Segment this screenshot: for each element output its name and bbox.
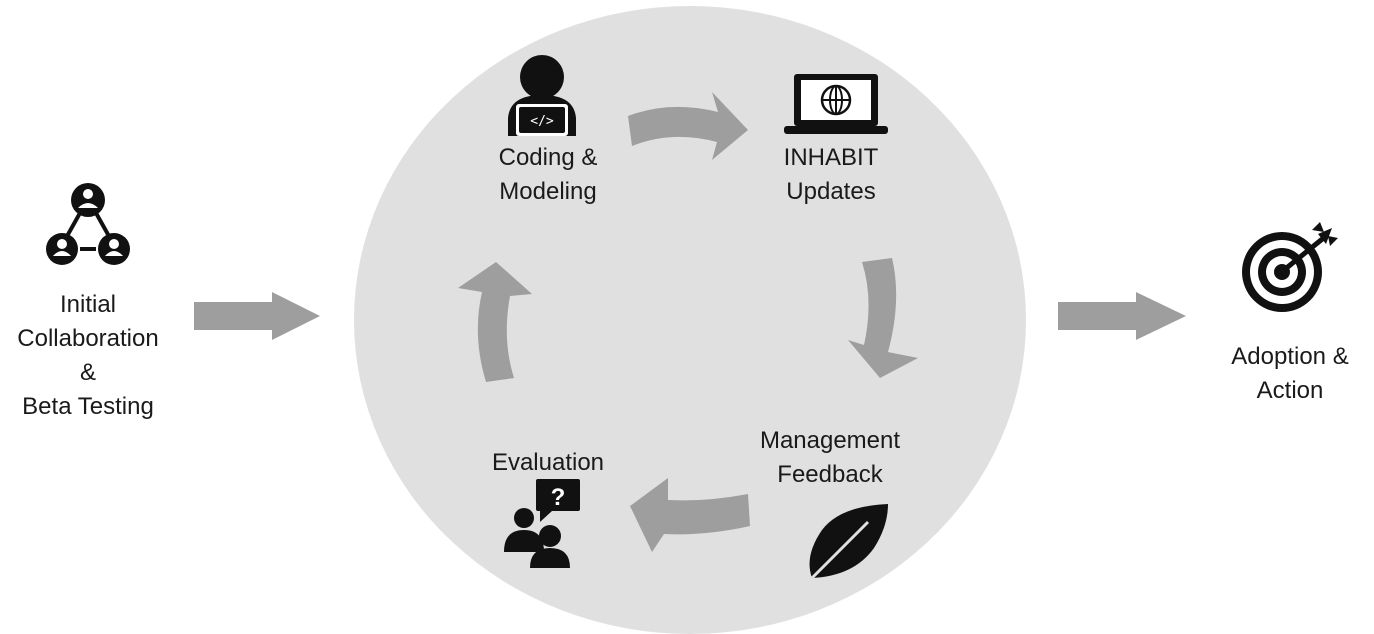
initial-label-line: Initial bbox=[59, 291, 117, 318]
adoption-label-line: Adoption & bbox=[1231, 343, 1349, 370]
management-feedback-label: Management Feedback bbox=[740, 424, 920, 492]
cycle-arrow-evaluation-to-coding bbox=[458, 262, 532, 382]
target-icon bbox=[1242, 222, 1338, 312]
coder-laptop-icon: </> bbox=[508, 55, 576, 136]
initial-label-line: Beta Testing bbox=[22, 393, 154, 420]
initial-label-line: & bbox=[79, 359, 96, 386]
evaluation-label: Evaluation bbox=[468, 446, 628, 480]
evaluation-label-line: Evaluation bbox=[491, 449, 605, 476]
output-arrow bbox=[1058, 292, 1186, 340]
adoption-label-line: Action bbox=[1256, 377, 1324, 404]
initial-label-line: Collaboration bbox=[17, 325, 159, 352]
cycle-arrow-management-to-evaluation bbox=[630, 478, 750, 552]
initial-collaboration-label: Initial Collaboration & Beta Testing bbox=[0, 288, 176, 424]
coding-label-line: Coding & bbox=[498, 144, 598, 171]
cycle-background-circle bbox=[354, 6, 1026, 634]
cycle-arrow-inhabit-to-management bbox=[848, 258, 918, 378]
svg-text:</>: </> bbox=[530, 114, 554, 129]
coding-label-line: Modeling bbox=[499, 178, 597, 205]
leaf-icon bbox=[808, 504, 888, 582]
web-laptop-icon bbox=[784, 74, 888, 134]
management-label-line: Feedback bbox=[777, 461, 883, 488]
svg-text:?: ? bbox=[551, 484, 566, 511]
coding-modeling-label: Coding & Modeling bbox=[468, 141, 628, 209]
input-arrow bbox=[194, 292, 320, 340]
question-people-icon: ? bbox=[504, 479, 580, 568]
management-label-line: Management bbox=[759, 427, 901, 454]
inhabit-label-line: Updates bbox=[786, 178, 876, 205]
cycle-arrow-coding-to-inhabit bbox=[628, 92, 748, 160]
collaboration-network-icon bbox=[46, 183, 130, 265]
inhabit-label-line: INHABIT bbox=[783, 144, 879, 171]
adoption-action-label: Adoption & Action bbox=[1206, 340, 1374, 408]
inhabit-updates-label: INHABIT Updates bbox=[751, 141, 911, 209]
